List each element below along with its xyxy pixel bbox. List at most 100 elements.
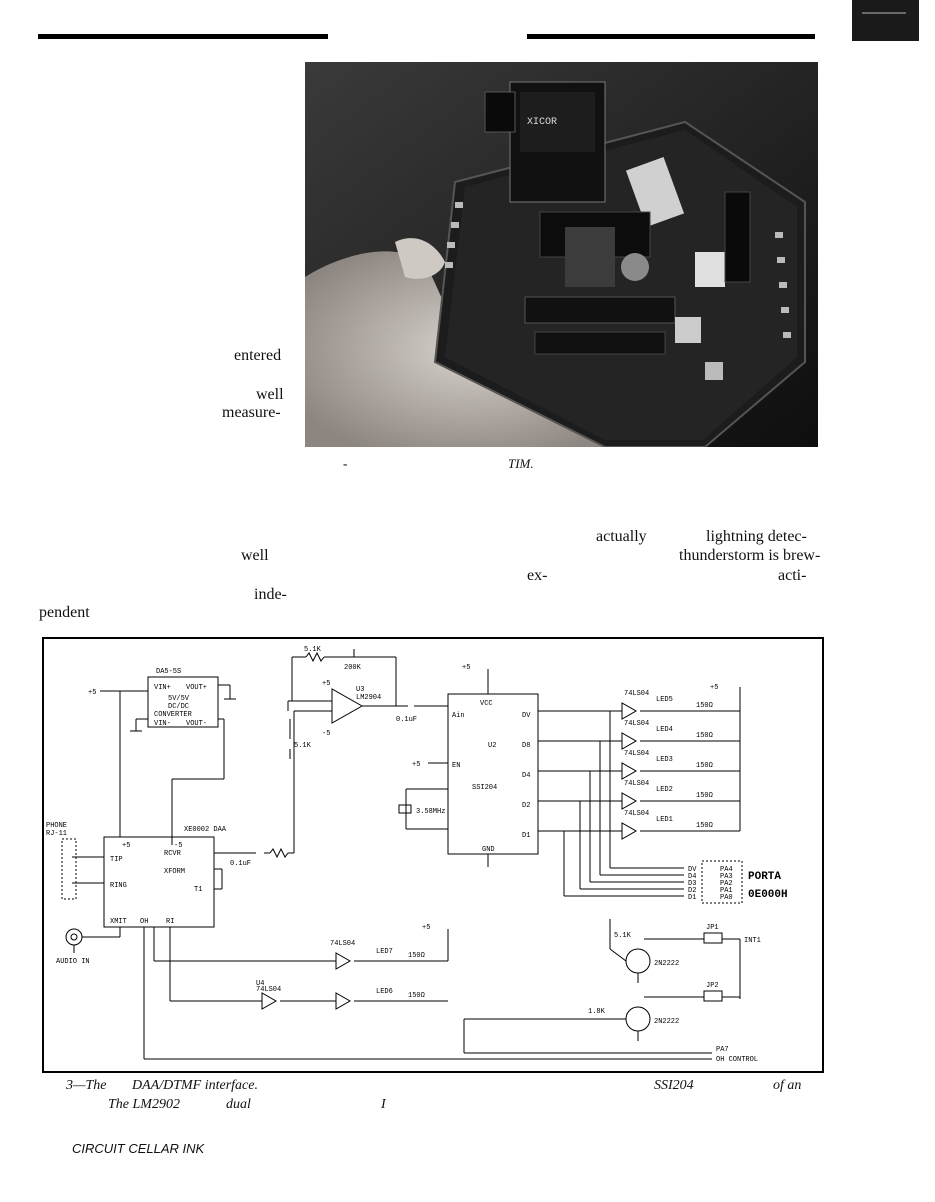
header-rule-right bbox=[527, 34, 815, 39]
control-label: OH CONTROL bbox=[716, 1056, 758, 1064]
figure-caption-start: 3—The bbox=[66, 1078, 107, 1093]
body-fragment: ex- bbox=[527, 567, 548, 584]
header-rule-left bbox=[38, 34, 328, 39]
u2-pin: VCC bbox=[480, 700, 493, 708]
port-pin: PA2 bbox=[720, 880, 733, 888]
led-label: LED5 bbox=[656, 696, 673, 704]
resistor-label: 5.1K bbox=[304, 646, 322, 654]
dcdc-pin: VIN- bbox=[154, 720, 171, 728]
dcdc-pin: VIN+ bbox=[154, 684, 171, 692]
daa-pin: TIP bbox=[110, 856, 123, 864]
port-pin: PA0 bbox=[720, 894, 733, 902]
bus-label: D2 bbox=[688, 887, 696, 895]
led-label: LED3 bbox=[656, 756, 673, 764]
phone-label: PHONE bbox=[46, 822, 67, 830]
cap-label: 0.1uF bbox=[396, 716, 417, 724]
power-label: +5 bbox=[710, 684, 718, 692]
schematic-figure: DA5-5S VIN+ VOUT+ 5V/5V DC/DC CONVERTER … bbox=[42, 637, 824, 1073]
circuit-board-photo: XICOR bbox=[305, 62, 818, 447]
body-fragment: thunderstorm is brew- bbox=[679, 547, 821, 564]
dcdc-pin: VOUT- bbox=[186, 720, 207, 728]
led-label: LED6 bbox=[376, 988, 393, 996]
bus-label: D3 bbox=[688, 880, 696, 888]
body-fragment: pendent bbox=[39, 604, 90, 621]
u2-ref: U2 bbox=[488, 742, 496, 750]
cap-label: 0.1uF bbox=[230, 860, 251, 868]
port-address: 0E000H bbox=[748, 889, 788, 901]
led-label: LED2 bbox=[656, 786, 673, 794]
daa-pin: XMIT bbox=[110, 918, 127, 926]
led-label: LED4 bbox=[656, 726, 673, 734]
port-pin: PA7 bbox=[716, 1046, 729, 1054]
power-label: +5 bbox=[412, 761, 420, 769]
opamp-ref: U3 bbox=[356, 686, 364, 694]
gate-label: 74LS04 bbox=[624, 780, 649, 788]
power-label: +5 bbox=[462, 664, 470, 672]
u2-part: SSI204 bbox=[472, 784, 497, 792]
bus-label: DV bbox=[688, 866, 697, 874]
section-tab bbox=[852, 0, 919, 41]
daa-pin: -5 bbox=[174, 842, 182, 850]
daa-pin: OH bbox=[140, 918, 148, 926]
daa-pin: T1 bbox=[194, 886, 202, 894]
u2-pin: Ain bbox=[452, 712, 465, 720]
resistor-label: 5.1K bbox=[614, 932, 632, 940]
dcdc-label: 5V/5V bbox=[168, 695, 190, 703]
port-pin: PA1 bbox=[720, 887, 733, 895]
gate-label: 74LS04 bbox=[256, 986, 281, 994]
dcdc-label: DC/DC bbox=[168, 703, 189, 711]
port-name: PORTA bbox=[748, 871, 781, 883]
transistor-label: 2N2222 bbox=[654, 1018, 679, 1026]
daa-name: XE0002 DAA bbox=[184, 826, 227, 834]
led-label: LED7 bbox=[376, 948, 393, 956]
jumper-label: JP1 bbox=[706, 924, 719, 932]
u2-pin: D4 bbox=[522, 772, 530, 780]
port-pin: PA4 bbox=[720, 866, 733, 874]
jumper-label: JP2 bbox=[706, 982, 719, 990]
u2-pin: D1 bbox=[522, 832, 530, 840]
crystal-label: 3.58MHz bbox=[416, 808, 445, 816]
dcdc-pin: VOUT+ bbox=[186, 684, 207, 692]
body-fragment: actually bbox=[596, 528, 647, 545]
figure-caption-right: SSI204 bbox=[654, 1078, 694, 1093]
figure-caption-line2-mid: dual bbox=[226, 1097, 251, 1112]
gate-label: 74LS04 bbox=[624, 690, 649, 698]
gate-label: 74LS04 bbox=[330, 940, 355, 948]
figure-caption-line2-start: The LM2902 bbox=[108, 1097, 180, 1112]
power-label: +5 bbox=[422, 924, 430, 932]
u2-pin: GND bbox=[482, 846, 495, 854]
resistor-label: 200K bbox=[344, 664, 362, 672]
resistor-label: 150Ω bbox=[696, 792, 713, 800]
u2-pin: DV bbox=[522, 712, 531, 720]
power-label: +5 bbox=[322, 680, 330, 688]
u2-pin: D8 bbox=[522, 742, 530, 750]
interrupt-label: INT1 bbox=[744, 937, 761, 945]
resistor-label: 150Ω bbox=[696, 732, 713, 740]
body-fragment: lightning detec- bbox=[706, 528, 807, 545]
phone-label: RJ-11 bbox=[46, 830, 67, 838]
resistor-label: 150Ω bbox=[696, 822, 713, 830]
magazine-footer: CIRCUIT CELLAR INK bbox=[72, 1141, 205, 1156]
figure-caption-line2-bar: I bbox=[381, 1097, 386, 1112]
resistor-label: 150Ω bbox=[696, 762, 713, 770]
body-fragment: entered bbox=[234, 347, 282, 364]
audio-label: AUDIO IN bbox=[56, 958, 90, 966]
resistor-label: 1.8K bbox=[588, 1008, 606, 1016]
opamp-part: LM2904 bbox=[356, 694, 381, 702]
port-pin: PA3 bbox=[720, 873, 733, 881]
resistor-label: 150Ω bbox=[696, 702, 713, 710]
daa-pin: XFORM bbox=[164, 868, 185, 876]
body-fragment: inde- bbox=[254, 586, 287, 603]
dcdc-label: CONVERTER bbox=[154, 711, 193, 719]
gate-label: 74LS04 bbox=[624, 810, 649, 818]
body-fragment: well bbox=[256, 386, 284, 403]
photo-caption-text: TIM. bbox=[508, 456, 534, 471]
bus-label: D4 bbox=[688, 873, 696, 881]
led-label: LED1 bbox=[656, 816, 673, 824]
u2-pin: EN bbox=[452, 762, 460, 770]
u2-pin: D2 bbox=[522, 802, 530, 810]
body-fragment: acti- bbox=[778, 567, 807, 584]
module-label: XICOR bbox=[527, 117, 557, 128]
resistor-label: 150Ω bbox=[408, 952, 425, 960]
figure-caption-end: of an bbox=[773, 1078, 802, 1093]
